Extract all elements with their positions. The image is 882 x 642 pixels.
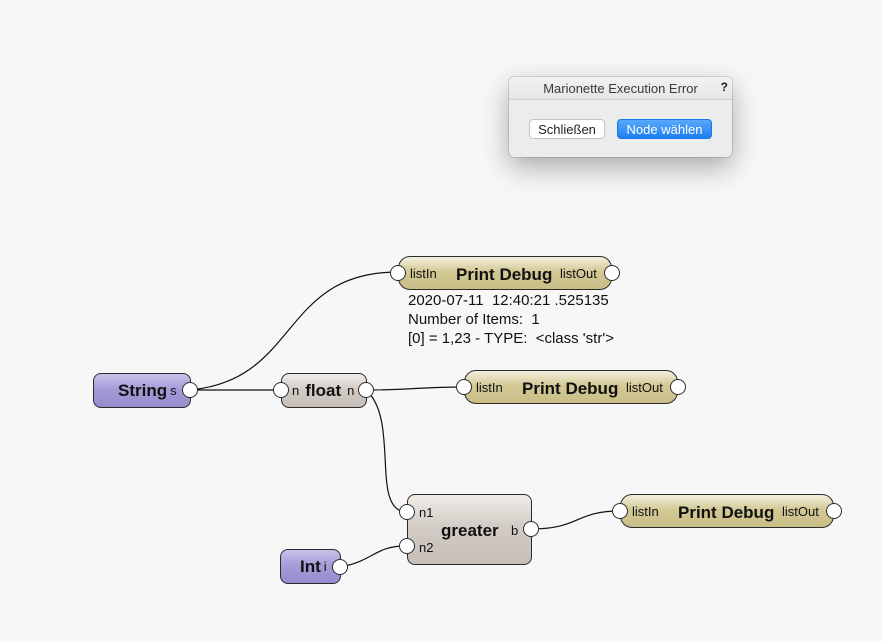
greater-in-port-1[interactable]: [399, 504, 415, 520]
print-debug-3-out-port[interactable]: [826, 503, 842, 519]
debug-output-line-3: [0] = 1,23 - TYPE: <class 'str'>: [408, 330, 614, 347]
int-node[interactable]: Int i: [280, 549, 341, 584]
greater-in-port-2[interactable]: [399, 538, 415, 554]
float-node-title: float: [305, 380, 342, 400]
print-debug-3-title: Print Debug: [678, 503, 775, 522]
print-debug-3-out-label: listOut: [782, 504, 819, 519]
print-debug-node-2[interactable]: listIn Print Debug listOut: [464, 370, 678, 404]
string-node[interactable]: String s: [93, 373, 191, 408]
int-node-title: Int: [300, 556, 321, 576]
int-out-port-label: i: [323, 559, 327, 574]
dialog-header: Marionette Execution Error ?: [509, 77, 732, 100]
float-in-port[interactable]: [273, 382, 289, 398]
float-node[interactable]: n float n: [281, 373, 367, 408]
greater-in-port-1-label: n1: [419, 505, 434, 520]
print-debug-2-out-port[interactable]: [670, 379, 686, 395]
print-debug-1-out-label: listOut: [560, 266, 597, 281]
print-debug-node-3[interactable]: listIn Print Debug listOut: [620, 494, 834, 528]
greater-out-port[interactable]: [523, 521, 539, 537]
close-button[interactable]: Schließen: [529, 119, 605, 139]
greater-node[interactable]: n1 n2 greater b: [407, 494, 532, 565]
string-out-port[interactable]: [182, 382, 198, 398]
debug-output-line-2: Number of Items: 1: [408, 311, 540, 328]
wire-int-to-greater: [340, 545, 407, 568]
print-debug-1-in-label: listIn: [410, 266, 437, 281]
greater-node-title: greater: [441, 521, 499, 540]
greater-in-port-2-label: n2: [419, 540, 434, 555]
wire-greater-to-print-debug-3: [530, 510, 621, 530]
float-out-port[interactable]: [358, 382, 374, 398]
print-debug-3-in-port[interactable]: [612, 503, 628, 519]
print-debug-node-1[interactable]: listIn Print Debug listOut: [398, 256, 612, 290]
print-debug-2-in-port[interactable]: [456, 379, 472, 395]
print-debug-1-in-port[interactable]: [390, 265, 406, 281]
print-debug-3-in-label: listIn: [632, 504, 659, 519]
print-debug-2-in-label: listIn: [476, 380, 503, 395]
print-debug-1-out-port[interactable]: [604, 265, 620, 281]
float-in-port-label: n: [292, 383, 300, 398]
wire-float-to-greater: [365, 389, 407, 513]
select-node-button[interactable]: Node wählen: [617, 119, 712, 139]
execution-error-dialog: Marionette Execution Error ? Schließen N…: [509, 77, 732, 157]
wire-float-to-print-debug-2: [365, 386, 465, 391]
float-out-port-label: n: [347, 383, 355, 398]
string-out-port-label: s: [170, 383, 177, 398]
dialog-title: Marionette Execution Error: [543, 80, 698, 96]
print-debug-2-out-label: listOut: [626, 380, 663, 395]
string-node-title: String: [118, 380, 168, 400]
print-debug-2-title: Print Debug: [522, 379, 619, 398]
int-out-port[interactable]: [332, 559, 348, 575]
wire-string-to-print-debug-1: [189, 271, 399, 391]
debug-output-line-1: 2020-07-11 12:40:21 .525135: [408, 292, 609, 309]
help-icon[interactable]: ?: [720, 80, 728, 94]
print-debug-1-title: Print Debug: [456, 265, 553, 284]
greater-out-port-label: b: [511, 523, 519, 538]
